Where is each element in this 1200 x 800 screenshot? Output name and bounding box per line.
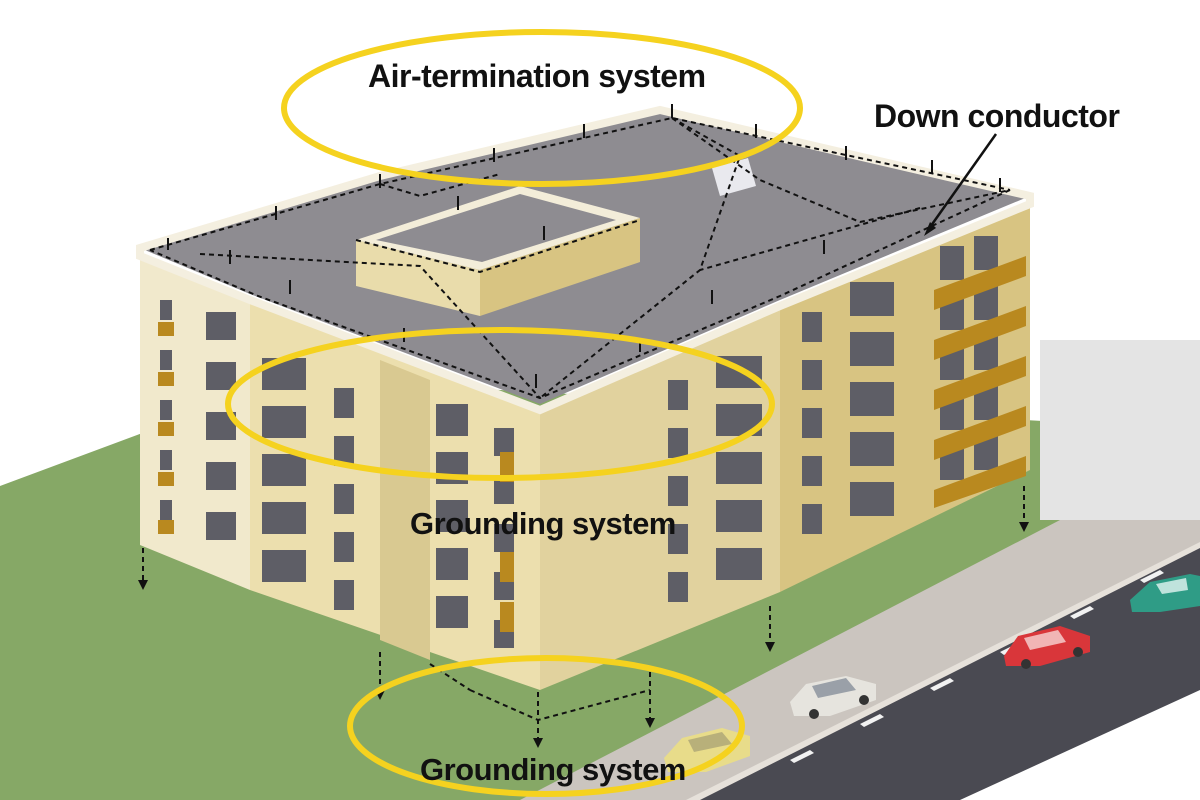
car-red [1004,626,1090,669]
front-windows [262,358,514,648]
roof-structure-inner [376,194,616,262]
down-conductor-pointer-head [924,222,936,236]
highlight-ellipses [225,29,803,797]
car-white [790,676,876,719]
grounding-middle-ellipse [225,327,775,481]
roof-structure-side-b [480,218,640,316]
roof-parapet [136,105,1034,415]
car-teal [1130,574,1200,612]
balconies [934,256,1026,508]
front-recess [380,360,430,660]
grounding-system-bottom-label: Grounding system [420,752,686,787]
back-wall [1040,340,1200,520]
air-termination-rods [167,104,1001,388]
air-termination-mesh [149,116,1011,400]
car-yellow [664,728,750,772]
down-conductor-label: Down conductor [874,98,1120,134]
left-wing-windows [160,300,236,540]
down-conductor-arrows [142,486,1025,738]
right-wall [540,306,780,690]
grounding-bottom-ellipse [347,655,745,797]
sidewalk [520,520,1200,800]
roof-vent [712,158,756,196]
air-termination-ellipse [281,29,803,187]
cars [664,574,1200,772]
left-wing-accents [158,322,174,534]
front-accents [500,452,514,632]
grounding-system-label: Grounding system [410,506,676,541]
air-termination-label: Air-termination system [368,58,706,94]
road-curb [686,542,1200,800]
down-conductor-pointer [926,133,998,231]
building [136,104,1034,748]
right-windows [668,236,998,602]
